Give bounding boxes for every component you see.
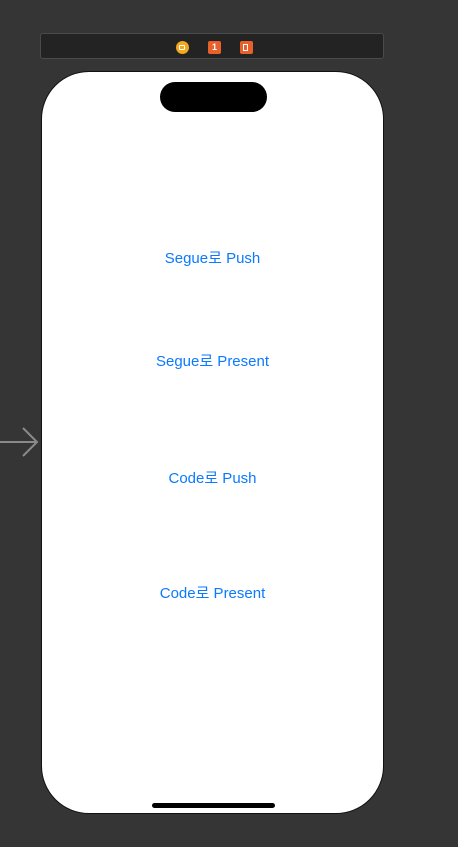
segue-push-button[interactable]: Segue로 Push xyxy=(42,247,383,271)
code-push-button[interactable]: Code로 Push xyxy=(42,467,383,491)
iphone-scene: Segue로 Push Segue로 Present Code로 Push Co… xyxy=(41,71,384,814)
scene-dock xyxy=(40,33,384,59)
view-controller-icon[interactable] xyxy=(176,41,189,54)
entry-point-arrow-icon[interactable] xyxy=(0,426,40,458)
segue-present-button[interactable]: Segue로 Present xyxy=(42,350,383,374)
home-indicator xyxy=(152,803,275,808)
code-present-button[interactable]: Code로 Present xyxy=(42,582,383,606)
exit-icon[interactable] xyxy=(240,41,253,54)
first-responder-icon[interactable] xyxy=(208,41,221,54)
dynamic-island xyxy=(160,82,267,112)
